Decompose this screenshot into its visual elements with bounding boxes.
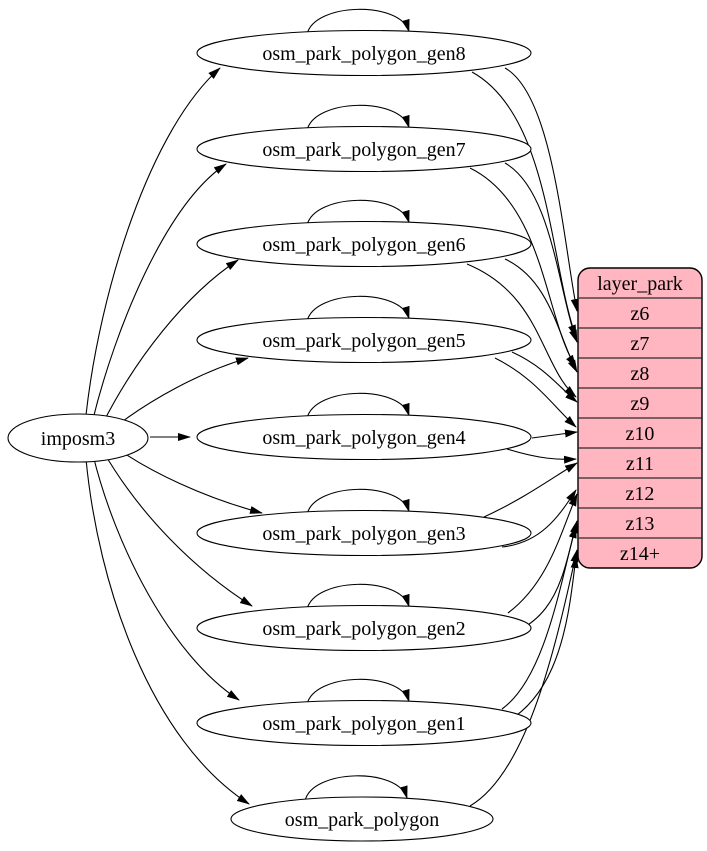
- layer-row-z6: z6: [631, 303, 650, 325]
- node-osm_park_polygon_gen8: osm_park_polygon_gen8: [196, 29, 532, 77]
- self-loop-osm_park_polygon_gen7: [306, 104, 410, 131]
- source-ellipse: [7, 413, 149, 463]
- self-loop-osm_park_polygon_gen1: [306, 678, 410, 705]
- node-osm_park_polygon_gen2: osm_park_polygon_gen2: [196, 604, 532, 652]
- table-label: osm_park_polygon_gen8: [262, 43, 465, 65]
- edge-osm_park_polygon_gen5-to-z9: [511, 351, 578, 403]
- edge-osm_park_polygon_gen4-to-z10: [531, 429, 578, 439]
- table-label: osm_park_polygon_gen5: [262, 330, 465, 352]
- edge-osm_park_polygon_gen8-to-z7: [471, 71, 577, 338]
- edge-osm_park_polygon_gen6-to-z8: [504, 258, 578, 373]
- self-loop-osm_park_polygon_gen4: [306, 392, 410, 419]
- edge-osm_park_polygon_gen8-to-z6: [504, 67, 579, 312]
- self-loop-osm_park_polygon_gen6: [306, 199, 410, 226]
- edge-osm_park_polygon_gen4-to-z11: [506, 448, 577, 464]
- edge-osm_park_polygon_gen1-to-z13: [501, 520, 578, 710]
- table-ellipse: [196, 413, 532, 461]
- node-osm_park_polygon: osm_park_polygon: [230, 796, 494, 842]
- source-label: imposm3: [41, 428, 115, 450]
- node-osm_park_polygon_gen7: osm_park_polygon_gen7: [196, 125, 532, 173]
- table-label: osm_park_polygon_gen7: [262, 139, 465, 161]
- table-label: osm_park_polygon_gen1: [262, 713, 465, 735]
- edge-imposm3-to-osm_park_polygon_gen8: [85, 67, 221, 416]
- edge-imposm3-to-osm_park_polygon_gen5: [114, 357, 249, 428]
- layer-row-z9: z9: [631, 393, 650, 415]
- layer-row-z7: z7: [631, 333, 650, 355]
- table-ellipse: [196, 699, 532, 747]
- edge-imposm3-to-osm_park_polygon_gen6: [102, 259, 239, 424]
- layer-row-z12: z12: [626, 483, 655, 505]
- edge-imposm3-to-osm_park_polygon: [85, 458, 250, 805]
- self-loop-osm_park_polygon: [304, 775, 408, 802]
- node-layer_park: layer_park z6 z7 z8 z9 z10 z11 z12 z13 z14+: [577, 267, 703, 569]
- table-ellipse: [230, 796, 494, 842]
- self-loop-osm_park_polygon_gen3: [306, 488, 410, 515]
- table-ellipse: [196, 604, 532, 652]
- table-ellipse: [196, 29, 532, 77]
- node-imposm3: imposm3: [7, 413, 149, 463]
- self-loop-osm_park_polygon_gen2: [306, 583, 410, 610]
- edge-imposm3-to-osm_park_polygon_gen7: [92, 163, 227, 420]
- layer-row-z11: z11: [626, 453, 654, 475]
- edge-osm_park_polygon-to-z14+: [469, 549, 579, 807]
- node-osm_park_polygon_gen4: osm_park_polygon_gen4: [196, 413, 532, 461]
- edge-imposm3-to-osm_park_polygon_gen2: [102, 450, 253, 607]
- edge-imposm3-to-osm_park_polygon_gen3: [114, 446, 263, 514]
- table-label: osm_park_polygon_gen4: [262, 427, 465, 449]
- table-label: osm_park_polygon_gen2: [262, 618, 465, 640]
- edge-osm_park_polygon_gen5-to-z10: [494, 357, 577, 428]
- layer-row-z10: z10: [626, 423, 655, 445]
- table-label: osm_park_polygon_gen3: [262, 523, 465, 545]
- edge-osm_park_polygon_gen7-to-z7: [504, 162, 578, 343]
- node-osm_park_polygon_gen6: osm_park_polygon_gen6: [196, 220, 532, 268]
- edge-imposm3-to-osm_park_polygon_gen1: [92, 454, 240, 701]
- layer-row-z8: z8: [631, 363, 650, 385]
- edge-osm_park_polygon_gen2-to-z12: [507, 493, 578, 614]
- layer-title: layer_park: [597, 273, 683, 295]
- table-ellipse: [196, 316, 532, 364]
- table-ellipse: [196, 509, 532, 557]
- self-loop-osm_park_polygon_gen5: [306, 295, 410, 322]
- table-ellipse: [196, 220, 532, 268]
- node-osm_park_polygon_gen5: osm_park_polygon_gen5: [196, 316, 532, 364]
- table-label: osm_park_polygon_gen6: [262, 234, 465, 256]
- node-osm_park_polygon_gen3: osm_park_polygon_gen3: [196, 509, 532, 557]
- layer-row-z14+: z14+: [620, 543, 660, 565]
- node-osm_park_polygon_gen1: osm_park_polygon_gen1: [196, 699, 532, 747]
- self-loop-osm_park_polygon_gen8: [306, 8, 410, 35]
- table-label: osm_park_polygon: [285, 809, 439, 831]
- layer-row-z13: z13: [626, 513, 655, 535]
- table-ellipse: [196, 125, 532, 173]
- edge-osm_park_polygon_gen6-to-z9: [466, 263, 577, 398]
- edge-osm_park_polygon_gen3-to-z11: [483, 462, 578, 518]
